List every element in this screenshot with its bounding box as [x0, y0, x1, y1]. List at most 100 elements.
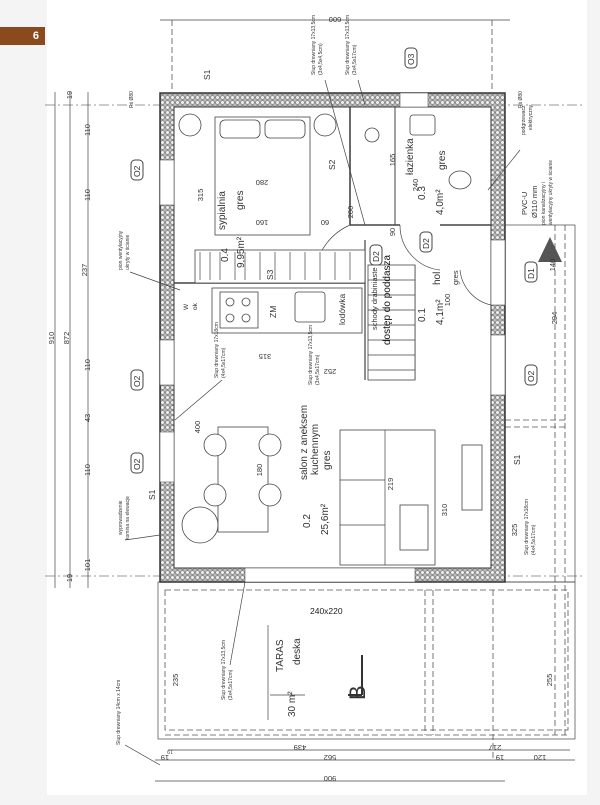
- terrace-size: 240x220: [310, 606, 343, 616]
- dim-left-101: 101: [83, 559, 92, 572]
- dim-bath-240: 240: [411, 179, 420, 192]
- plan-mark: [164, 589, 569, 731]
- dim-living-325: 325: [510, 524, 519, 537]
- dim-left-19b: 19: [65, 574, 74, 582]
- stairs-label: schody drabiniaste: [370, 267, 379, 330]
- dim-left-110c: 110: [83, 359, 92, 371]
- section-marker: B: [345, 685, 370, 700]
- dim-table-400: 400: [193, 421, 202, 434]
- dim-hall-100: 100: [443, 294, 452, 307]
- plan-mark: [241, 313, 251, 323]
- furniture: [178, 113, 562, 566]
- note-pipe-2: Ø110 mm: [530, 186, 539, 218]
- bathroom-door-swing: [399, 224, 441, 271]
- section-s3: S3: [265, 269, 275, 280]
- hall-floor: gres: [451, 270, 460, 285]
- plan-label: D2: [371, 251, 381, 262]
- chair: [258, 433, 282, 457]
- pillow: [219, 119, 261, 139]
- wk-label: W: [183, 303, 190, 310]
- coffee-table: [399, 504, 429, 551]
- hall-number: 0.1: [417, 308, 428, 322]
- tag-d2-bath: D2: [419, 231, 433, 253]
- living-number: 0.2: [302, 514, 313, 528]
- window-living-1: [159, 339, 175, 386]
- note-post-terrace-b: (3x4,5x17cm): [228, 669, 234, 700]
- plan-label: O2: [132, 165, 142, 177]
- dim-living-315: 315: [259, 352, 272, 361]
- note-post-4: Słup drewniany 17x13,5cm: [308, 325, 314, 385]
- plan-mark: [368, 279, 415, 371]
- dim-left-19a: 19: [65, 91, 74, 99]
- plan-label: D2: [421, 238, 431, 249]
- living-name-2: kuchennym: [310, 424, 321, 475]
- terrace-area: 30 m²: [287, 691, 298, 717]
- pillow: [264, 119, 306, 139]
- bedroom-area: 9,95m²: [236, 236, 247, 268]
- plan-mark: [130, 369, 144, 391]
- note-post-right: Słup drewniany 17x18cm: [524, 499, 530, 555]
- dim-left-237: 237: [80, 264, 89, 277]
- note-post-1: Słup drewniany 17x13,5cm: [311, 15, 317, 75]
- attic-access-label: dostęp do poddasza: [382, 254, 393, 345]
- note-rs-right: Rś Ø80: [518, 91, 524, 108]
- note-post-3: Słup drewniany 17x18cm: [214, 322, 220, 378]
- note-sewer-2: wentylacyjny ukryty w ścianie: [548, 160, 554, 225]
- dim-left-total: 910: [47, 332, 56, 345]
- plan-mark: [367, 264, 416, 381]
- tv-cabinet: [461, 444, 483, 511]
- note-post-3b: (4x4,5x17cm): [221, 347, 227, 378]
- toilet: [448, 170, 472, 190]
- bathroom-number: 0.3: [417, 186, 428, 200]
- living-name: salon z aneksem: [299, 405, 310, 480]
- plan-mark: 600 900 562 19 19 120 280 160 60 315 252…: [161, 15, 546, 783]
- dim-bottom-mid: 562: [324, 753, 337, 762]
- window-bathroom: [399, 92, 429, 108]
- living-floor: gres: [322, 451, 333, 470]
- dim-left-inner: 872: [62, 332, 71, 345]
- note-heater: podgrzewacz: [521, 105, 527, 135]
- chair: [203, 433, 227, 457]
- plan-mark: [129, 271, 181, 291]
- fridge-label: lodówka: [337, 294, 347, 325]
- dim-bed-60: 60: [321, 218, 329, 227]
- plan-mark: [194, 249, 366, 284]
- plan-label: D1: [526, 268, 536, 279]
- dim-left-43: 43: [83, 414, 92, 422]
- terrace-name: TARAS: [275, 639, 286, 672]
- dim-terrace-left: 19: [167, 748, 173, 754]
- stove: [219, 291, 259, 329]
- chair: [258, 483, 282, 507]
- plan-mark: [357, 79, 366, 106]
- tag-d1: D1: [524, 261, 538, 283]
- dim-bottom-total: 900: [324, 774, 337, 783]
- note-post-2: Słup drewniany 17x13,5cm: [345, 15, 351, 75]
- hall-area: 4,1m²: [435, 299, 446, 325]
- entrance-door-opening: [490, 239, 506, 306]
- plan-mark: [225, 313, 235, 323]
- window-bedroom: [159, 159, 175, 206]
- terrace-door-opening: [244, 567, 416, 583]
- entrance-door-swing: [459, 269, 492, 306]
- section-s1-left: S1: [147, 489, 157, 500]
- plan-mark: [174, 379, 223, 421]
- wardrobe: [194, 249, 366, 284]
- stove-fireplace: [181, 506, 219, 544]
- bedroom-number: 0.4: [220, 248, 231, 262]
- plan-mark: [229, 581, 246, 666]
- note-post-4b: (3x4,5x17cm): [315, 354, 321, 385]
- section-s2: S2: [327, 159, 337, 170]
- dim-bottom-porch: 120: [534, 753, 547, 762]
- tag-o2-living-1: O2: [130, 369, 144, 391]
- note-heater-2: elektryczny: [528, 104, 534, 130]
- section-s1-right: S1: [512, 454, 522, 465]
- plan-label: O3: [406, 53, 416, 65]
- tag-o2-living-2: O2: [130, 452, 144, 474]
- note-sewer: pion kanalizacyjny i: [541, 182, 547, 225]
- note-chimney-2: komina na elewacje: [125, 496, 131, 540]
- plan-mark: [124, 744, 161, 766]
- dim-top: 600: [329, 15, 342, 24]
- plan-mark: [487, 149, 521, 191]
